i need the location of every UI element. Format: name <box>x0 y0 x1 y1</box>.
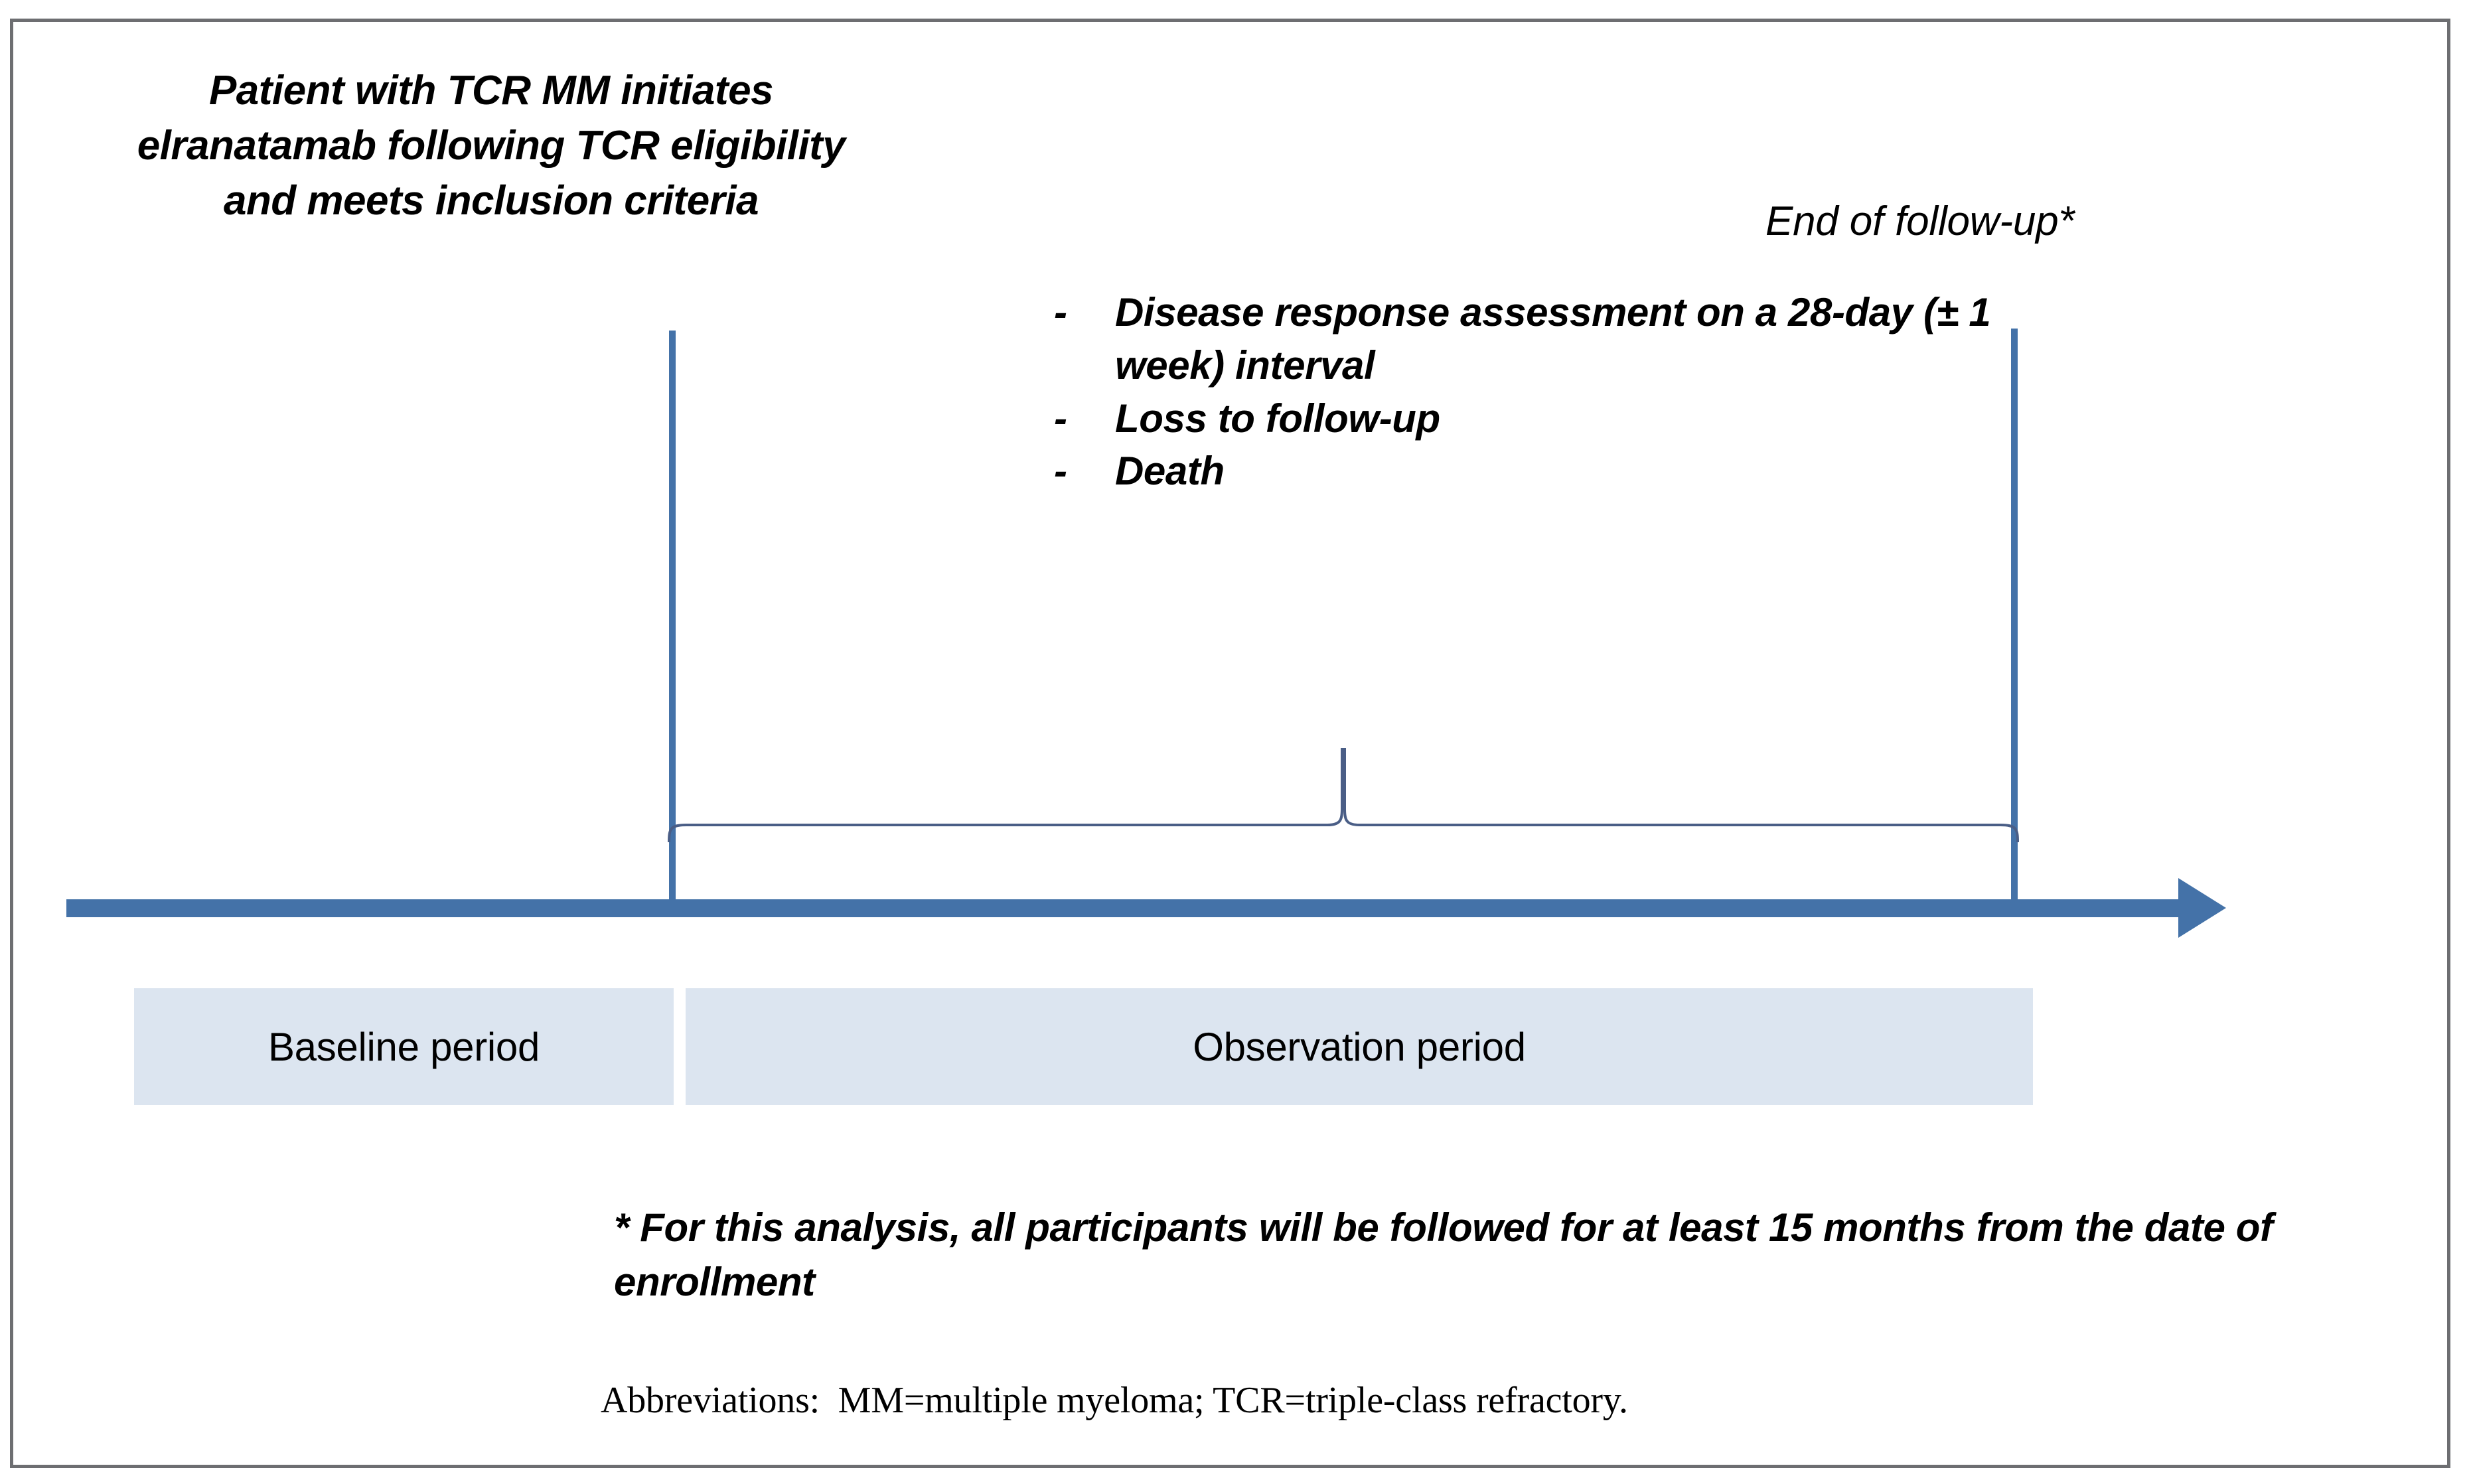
bullet-dash-icon: - <box>1054 290 1067 334</box>
abbreviations-text: Abbreviations: MM=multiple myeloma; TCR=… <box>601 1380 1628 1421</box>
list-item: - Death <box>1054 445 1996 498</box>
observation-period-bar: Observation period <box>686 988 2033 1105</box>
end-of-followup-tick <box>2011 329 2018 908</box>
observation-period-label: Observation period <box>1193 1024 1526 1069</box>
timeline-end-label: End of follow-up* <box>1765 198 2075 244</box>
event-label: Death <box>1115 449 1225 494</box>
list-item: - Disease response assessment on a 28-da… <box>1054 286 1996 392</box>
event-label: Disease response assessment on a 28-day … <box>1115 290 1991 388</box>
figure-frame: Patient with TCR MM initiates elranatama… <box>10 19 2450 1468</box>
observation-period-brace <box>664 745 2024 845</box>
baseline-period-label: Baseline period <box>267 1024 540 1069</box>
timeline-start-label: Patient with TCR MM initiates elranatama… <box>137 68 857 224</box>
bullet-dash-icon: - <box>1054 449 1067 494</box>
observation-events-list: - Disease response assessment on a 28-da… <box>1054 286 1996 498</box>
event-label: Loss to follow-up <box>1115 396 1440 441</box>
timeline-axis <box>66 899 2184 917</box>
footnote-text: * For this analysis, all participants wi… <box>614 1205 2284 1305</box>
list-item: - Loss to follow-up <box>1054 392 1996 445</box>
baseline-period-bar: Baseline period <box>134 988 674 1105</box>
index-date-tick <box>669 331 676 908</box>
timeline-arrowhead-icon <box>2178 878 2226 938</box>
bullet-dash-icon: - <box>1054 396 1067 441</box>
